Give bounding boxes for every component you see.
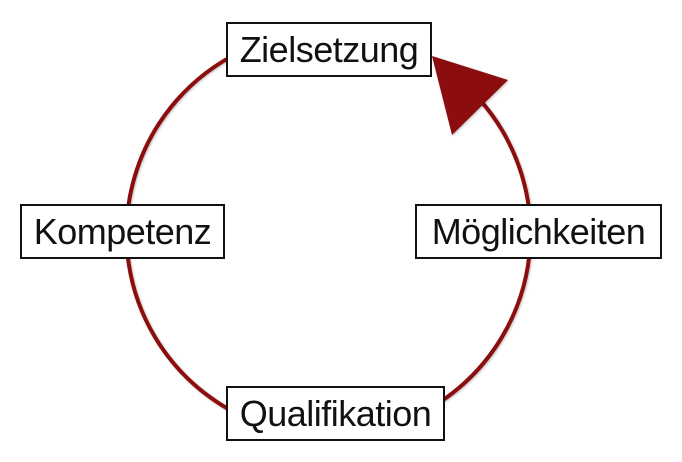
node-label: Kompetenz bbox=[33, 210, 212, 252]
node-label: Zielsetzung bbox=[239, 28, 419, 70]
node-kompetenz: Kompetenz bbox=[20, 204, 225, 259]
node-label: Möglichkeiten bbox=[431, 210, 646, 252]
node-moeglichkeiten: Möglichkeiten bbox=[415, 204, 662, 259]
arrowhead-icon bbox=[432, 56, 508, 135]
node-label: Qualifikation bbox=[239, 392, 432, 434]
node-zielsetzung: Zielsetzung bbox=[226, 22, 432, 77]
node-qualifikation: Qualifikation bbox=[226, 386, 445, 441]
